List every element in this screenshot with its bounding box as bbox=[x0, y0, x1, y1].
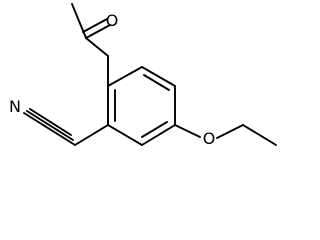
carbonyl-double-bond-a bbox=[85, 24, 111, 39]
chain-bond-ring-to-ch2-nitrile bbox=[74, 124, 109, 146]
ring-bond-4 bbox=[107, 124, 143, 146]
chain-bond-ch2-to-carbonyl bbox=[85, 37, 109, 57]
nitrile-nitrogen-label: N bbox=[9, 97, 21, 116]
chemical-structure-diagram: O N O bbox=[9, 3, 277, 148]
ether-bond-ch2-to-ch3 bbox=[242, 124, 277, 146]
ring-bond-3 bbox=[141, 124, 176, 146]
ether-bond-ring-to-o bbox=[174, 124, 201, 138]
nitrile-triple-bond-a bbox=[23, 112, 76, 146]
chain-bond-carbonyl-to-methyl bbox=[71, 3, 87, 39]
ring-double-bond-inner-1 bbox=[143, 74, 170, 91]
ring-double-bond-inner-2 bbox=[141, 121, 168, 138]
ring-bond-1 bbox=[141, 66, 176, 87]
bonds bbox=[23, 3, 277, 146]
nitrile-triple-bond-c bbox=[29, 108, 72, 136]
carbonyl-double-bond-b bbox=[82, 18, 108, 33]
ether-bond-o-to-ch2 bbox=[216, 124, 244, 139]
ring-bond-6 bbox=[107, 66, 143, 87]
nitrile-triple-bond-b bbox=[26, 110, 74, 141]
carbonyl-oxygen-label: O bbox=[106, 11, 119, 30]
ether-oxygen-label: O bbox=[203, 129, 216, 148]
atom-labels: O N O bbox=[9, 11, 215, 148]
